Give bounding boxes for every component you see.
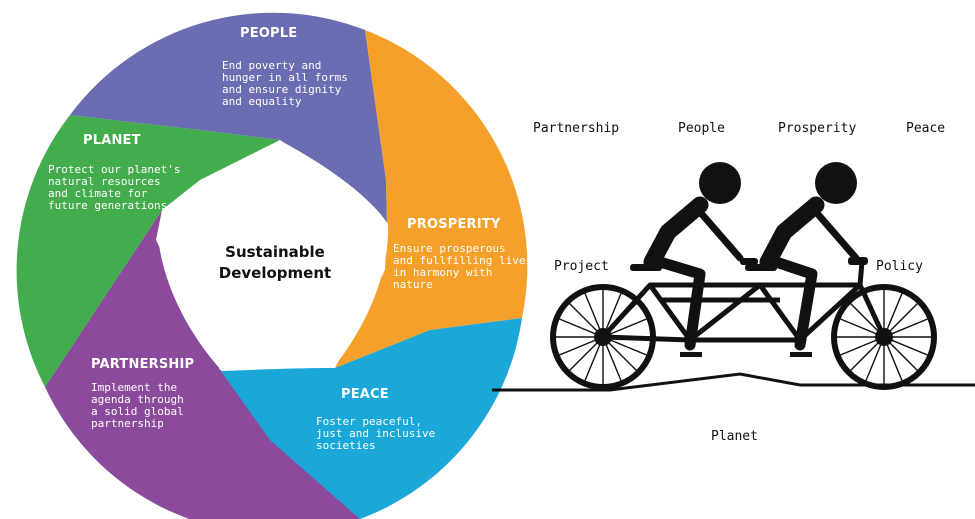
label-policy: Policy (876, 259, 923, 274)
peace-title: PEACE (341, 387, 389, 402)
planet-title: PLANET (83, 133, 141, 148)
prosperity-title: PROSPERITY (407, 217, 501, 232)
prosperity-text: Ensure prosperous and fullfilling lives … (393, 242, 533, 291)
sdg-wheel (16, 12, 528, 519)
bicycle-frame (601, 261, 887, 343)
partnership-text: Implement the agenda through a solid glo… (91, 381, 184, 430)
rider-front (759, 162, 860, 351)
people-title: PEOPLE (240, 26, 298, 41)
peace-text: Foster peaceful, just and inclusive soci… (316, 415, 436, 452)
planet-text: Protect our planet's natural resources a… (48, 163, 181, 212)
label-people: People (678, 121, 725, 136)
planet-segment (16, 115, 281, 387)
ground-line (492, 372, 975, 392)
center-label: Sustainable Development (218, 243, 332, 282)
label-project: Project (554, 259, 609, 274)
people-text: End poverty and hunger in all forms and … (222, 59, 348, 108)
partnership-title: PARTNERSHIP (91, 357, 195, 372)
rider-rear (643, 162, 744, 351)
prosperity-segment (335, 30, 528, 368)
label-prosperity: Prosperity (778, 121, 857, 136)
tandem-bicycle (550, 162, 937, 390)
wheel-center (158, 141, 389, 371)
label-peace: Peace (906, 121, 946, 136)
label-planet: Planet (711, 429, 758, 444)
label-partnership: Partnership (533, 121, 620, 136)
people-segment (70, 12, 387, 225)
